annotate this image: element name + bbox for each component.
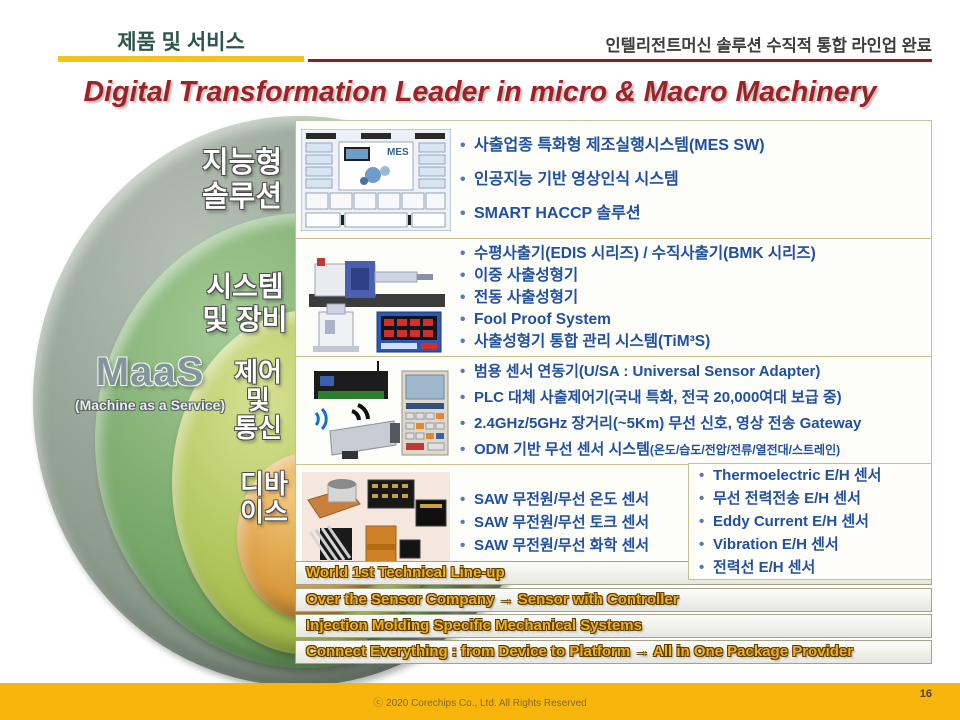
- banner-world-first: World 1st Technical Line-up: [295, 561, 932, 585]
- bullet-item: Fool Proof System: [456, 309, 925, 331]
- ring-label-device: 디바 이스: [240, 469, 288, 527]
- mes-software-image: MES: [296, 121, 456, 238]
- copyright-text: ⓒ 2020 Corechips Co., Ltd. All Rights Re…: [373, 698, 587, 709]
- maas-title: MaaS: [95, 350, 205, 394]
- bullet-item: ODM 기반 무선 센서 시스템(온도/습도/전압/전류/열전대/스트레인): [456, 437, 925, 463]
- maas-label-group: MaaS (Machine as a Service): [50, 350, 250, 413]
- ring-label-control-communication: 제어 및 통신: [234, 357, 282, 443]
- injection-molding-machines-image: [296, 239, 456, 356]
- wireless-devices-image: [296, 357, 456, 464]
- bullet-item: SAW 무전원/무선 온도 센서: [456, 488, 925, 511]
- slide-title: Digital Transformation Leader in micro &…: [83, 76, 877, 108]
- bullet-item: 사출성형기 통합 관리 시스템(TiM³S): [456, 331, 925, 353]
- bullet-item: Thermoelectric E/H 센서: [695, 464, 931, 487]
- mes-diagram-icon: MES: [301, 128, 451, 231]
- row-intelligent-solution: MES 사출업종 특화형 제조실행시스템(MES SW) 인공지능 기반 영상인…: [296, 121, 931, 238]
- bullet-item: 전력선 E/H 센서: [695, 556, 931, 579]
- row-device-text-left: SAW 무전원/무선 온도 센서 SAW 무전원/무선 토크 센서 SAW 무전…: [456, 465, 931, 579]
- ring-label-intelligent-solution: 지능형 솔루션: [201, 147, 283, 213]
- bullet-item: 수평사출기(EDIS 시리즈) / 수직사출기(BMK 시리즈): [456, 243, 925, 265]
- row-device: SAW 무전원/무선 온도 센서 SAW 무전원/무선 토크 센서 SAW 무전…: [296, 464, 931, 579]
- bullet-item: 2.4GHz/5GHz 장거리(~5Km) 무선 신호, 영상 전송 Gatew…: [456, 411, 925, 437]
- bullet-item: 인공지능 기반 영상인식 시스템: [456, 163, 925, 197]
- row-intelligent-solution-text: 사출업종 특화형 제조실행시스템(MES SW) 인공지능 기반 영상인식 시스…: [456, 121, 931, 238]
- row-device-text-right: Thermoelectric E/H 센서 무선 전력전송 E/H 센서 Edd…: [688, 463, 932, 580]
- row-control-communication-text: 범용 센서 연동기(U/SA : Universal Sensor Adapte…: [456, 357, 931, 464]
- ring-label-system-equipment: 시스템 및 장비: [202, 271, 288, 335]
- banner-injection-molding-systems: Injection Molding Specific Mechanical Sy…: [295, 614, 932, 638]
- banner-connect-everything: Connect Everything : from Device to Plat…: [295, 640, 932, 664]
- bullet-item: 사출업종 특화형 제조실행시스템(MES SW): [456, 129, 925, 163]
- bullet-item: Eddy Current E/H 센서: [695, 510, 931, 533]
- content-panel: MES 사출업종 특화형 제조실행시스템(MES SW) 인공지능 기반 영상인…: [295, 120, 932, 580]
- bullet-item: SAW 무전원/무선 토크 센서: [456, 511, 925, 534]
- banner-over-the-sensor-company: Over the Sensor Company → Sensor with Co…: [295, 588, 932, 612]
- row-system-equipment: 수평사출기(EDIS 시리즈) / 수직사출기(BMK 시리즈) 이중 사출성형…: [296, 238, 931, 356]
- bullet-item: 이중 사출성형기: [456, 265, 925, 287]
- injection-machine-icon: [309, 257, 445, 352]
- bullet-item: 범용 센서 연동기(U/SA : Universal Sensor Adapte…: [456, 359, 925, 385]
- bullet-item: 무선 전력전송 E/H 센서: [695, 487, 931, 510]
- subtitle-underline: [308, 59, 932, 62]
- slide-subtitle: 인텔리전트머신 솔루션 수직적 통합 라인업 완료: [605, 37, 932, 55]
- sensor-modules-image: [296, 465, 456, 579]
- wireless-gateway-icon: [314, 360, 449, 459]
- footer-bar: ⓒ 2020 Corechips Co., Ltd. All Rights Re…: [0, 683, 960, 720]
- tab-underline-bar: [58, 56, 304, 62]
- section-tab-label: 제품 및 서비스: [117, 31, 245, 54]
- row-control-communication: 범용 센서 연동기(U/SA : Universal Sensor Adapte…: [296, 356, 931, 464]
- row-system-equipment-text: 수평사출기(EDIS 시리즈) / 수직사출기(BMK 시리즈) 이중 사출성형…: [456, 239, 931, 356]
- bullet-item: 전동 사출성형기: [456, 287, 925, 309]
- page-number: 16: [919, 688, 932, 700]
- bullet-item: SAW 무전원/무선 화학 센서: [456, 534, 925, 557]
- bullet-item: Vibration E/H 센서: [695, 533, 931, 556]
- svg-text:MES: MES: [387, 147, 409, 158]
- maas-subtitle: (Machine as a Service): [74, 397, 226, 413]
- bullet-item: SMART HACCP 솔루션: [456, 197, 925, 231]
- bullet-item: PLC 대체 사출제어기(국내 특화, 전국 20,000여대 보급 중): [456, 385, 925, 411]
- sensor-modules-icon: [302, 472, 450, 572]
